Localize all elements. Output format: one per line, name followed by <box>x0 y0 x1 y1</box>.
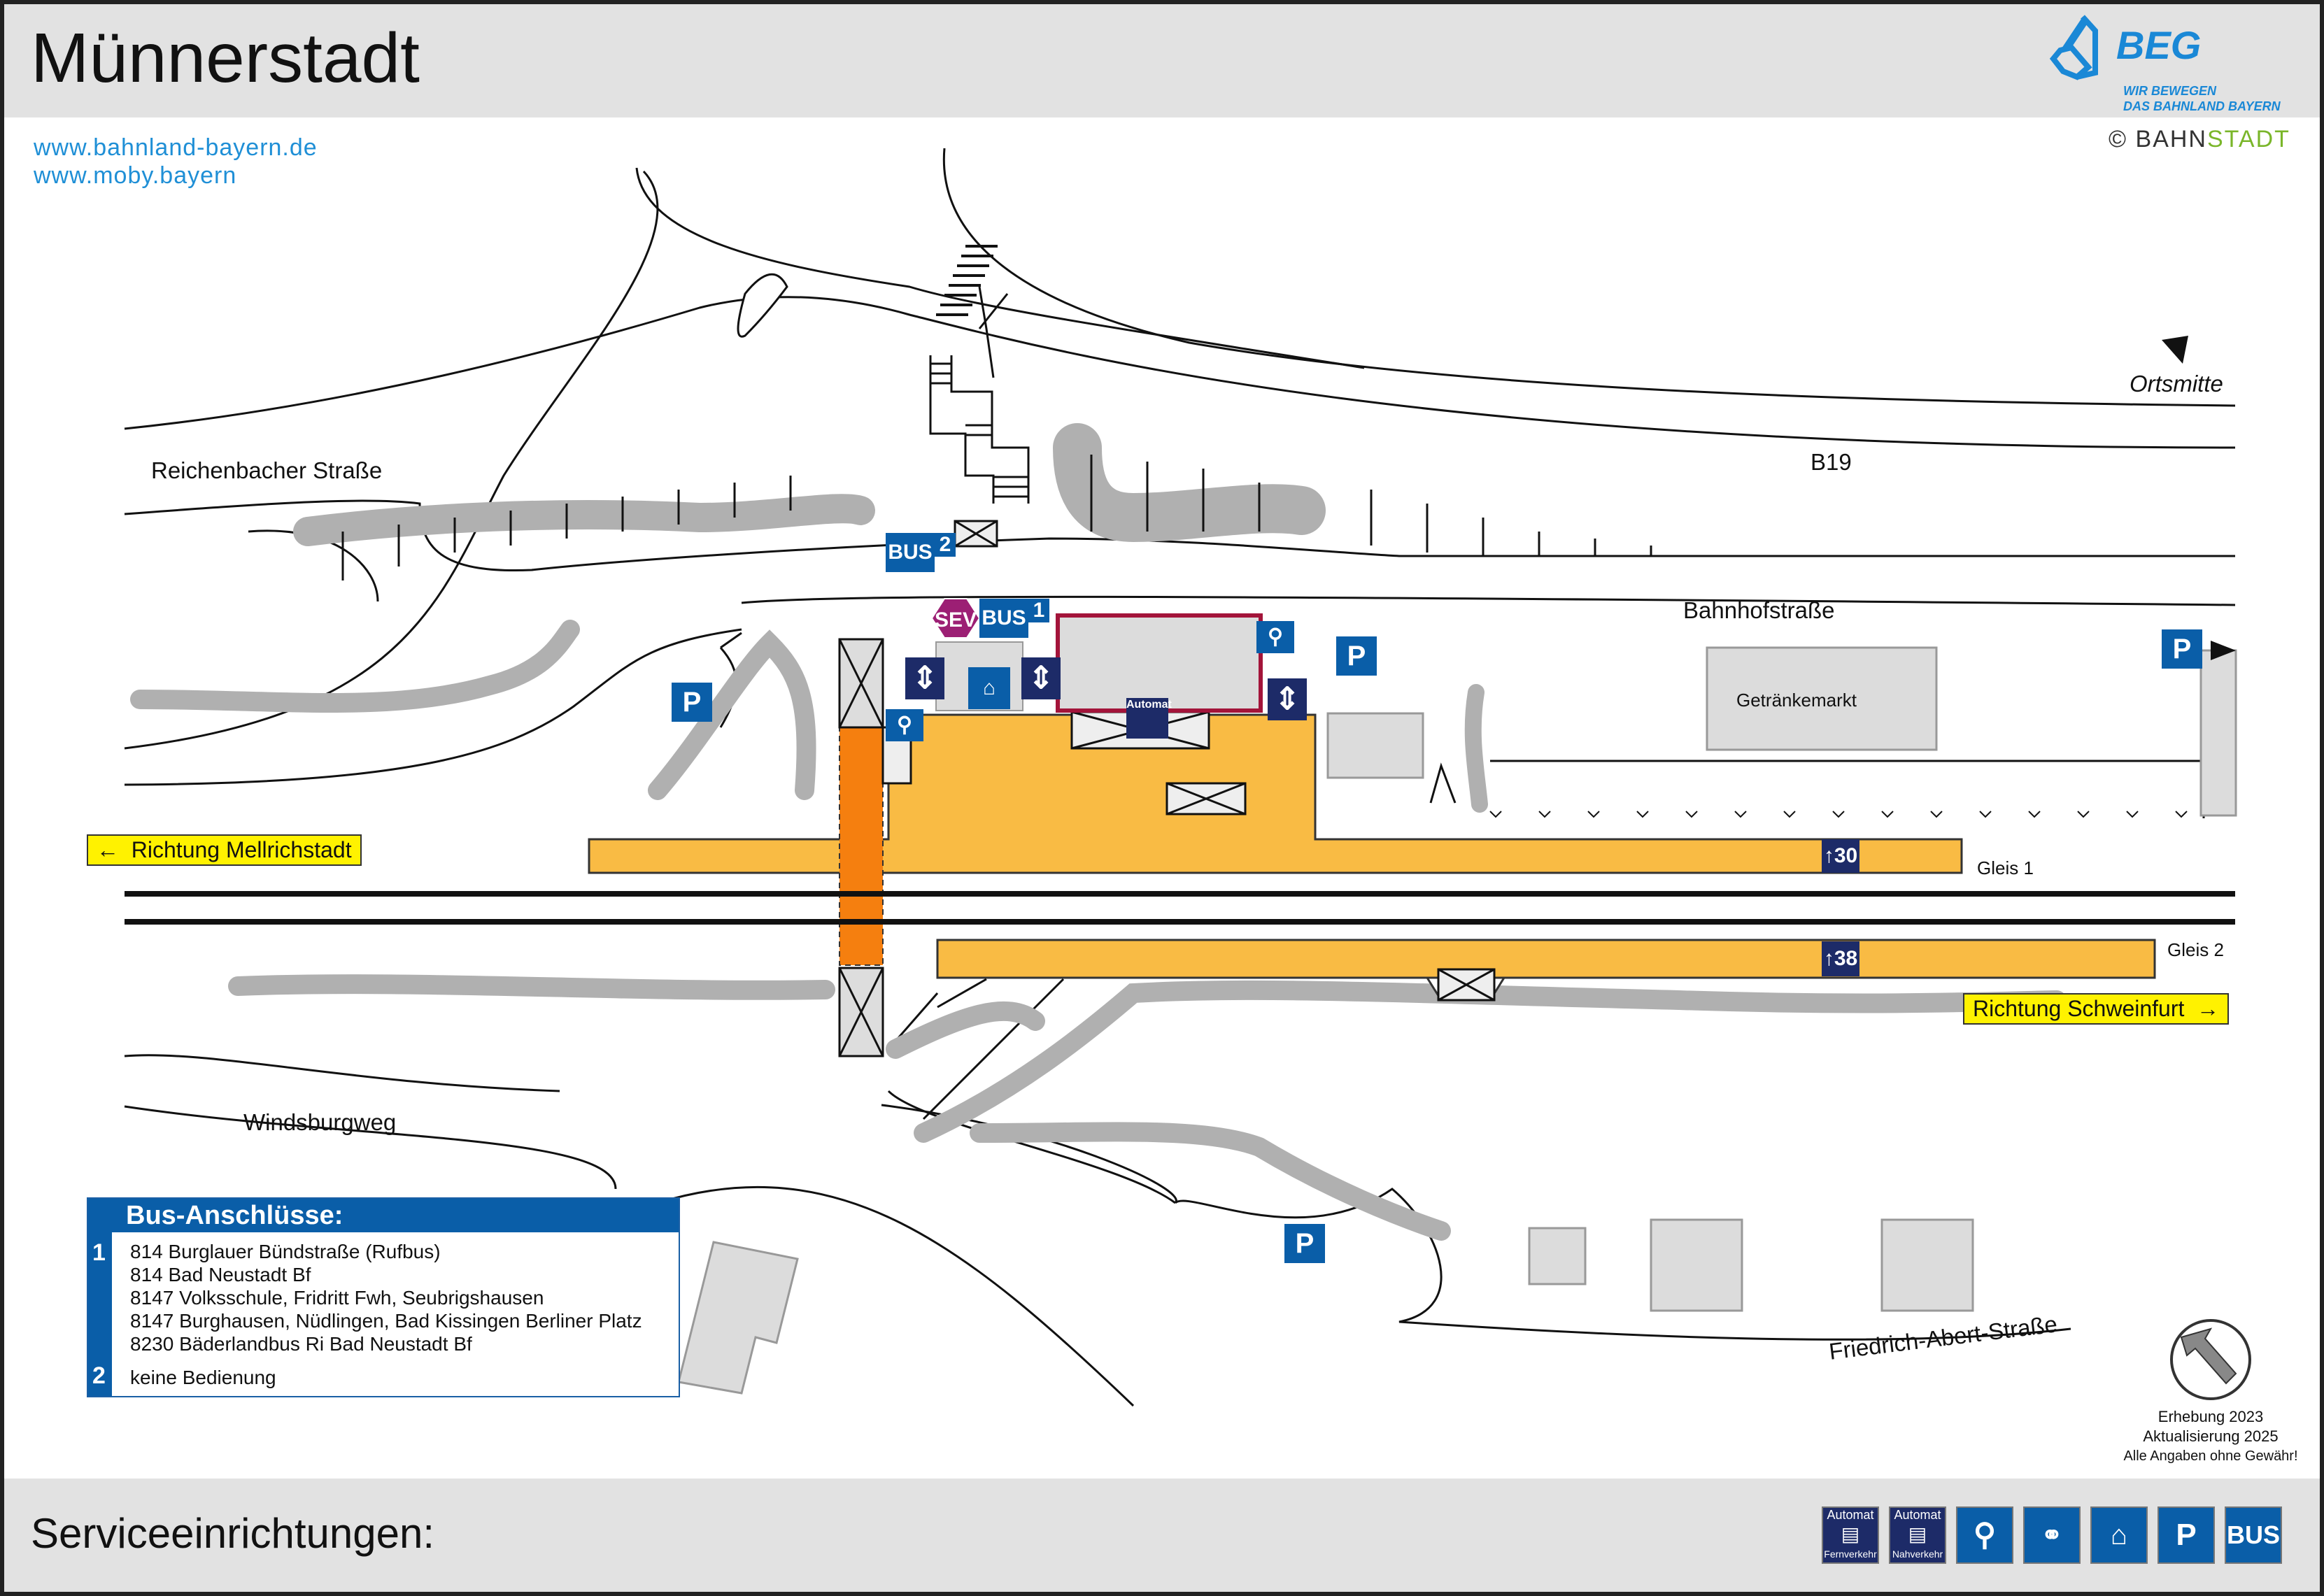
svg-text:DAS BAHNLAND BAYERN: DAS BAHNLAND BAYERN <box>2123 99 2281 113</box>
bus-line: 814 Burglauer Bündstraße (Rufbus) <box>130 1241 441 1262</box>
link-moby[interactable]: www.moby.bayern <box>34 162 237 189</box>
bus-line: 814 Bad Neustadt Bf <box>130 1264 311 1285</box>
bus-stop-2-number: 2 <box>935 533 956 557</box>
building-3 <box>1880 1218 1974 1312</box>
bike-parking-icon: ⚲ <box>886 709 923 741</box>
bike-parking-icon: ⚲ <box>1256 621 1294 653</box>
tree-markers <box>341 455 1652 580</box>
building-small <box>1326 712 1424 779</box>
platform-gleis-1 <box>588 713 1963 874</box>
street-windsburgweg: Windsburgweg <box>243 1109 396 1135</box>
header-bar: Münnerstadt <box>4 4 2320 117</box>
copyright-bahnstadt: © BAHNSTADT <box>2109 126 2290 152</box>
track-label-gleis-1: Gleis 1 <box>1977 857 2034 878</box>
beg-logo: BEG WIR BEWEGEN DAS BAHNLAND BAYERN <box>2049 15 2281 113</box>
buildings <box>677 646 2237 1395</box>
bus-connections-heading: Bus-Anschlüsse: <box>88 1199 679 1232</box>
svg-text:BEG: BEG <box>2116 23 2201 67</box>
parking-sign-station: P <box>1336 636 1377 676</box>
platform-height-gleis-1: ↑30 <box>1822 839 1859 873</box>
crosswalk <box>936 245 998 316</box>
bus-stop-number: 2 <box>92 1362 106 1389</box>
platform-height-gleis-2: ↑38 <box>1822 941 1859 976</box>
parking-arrow-icon <box>2211 641 2236 660</box>
stairs-steps <box>930 362 1028 498</box>
track-label-gleis-2: Gleis 2 <box>2167 939 2224 960</box>
ticket-machine-icon: Automat <box>1126 698 1172 739</box>
road-network <box>124 148 2236 1407</box>
bus-icon: BUS <box>2225 1506 2282 1564</box>
street-bahnhofstrasse: Bahnhofstraße <box>1683 597 1834 623</box>
bus-line: 8147 Burghausen, Nüdlingen, Bad Kissinge… <box>130 1310 642 1332</box>
elevator-icon: ⇕ <box>1021 657 1061 699</box>
bus-stop-number: 1 <box>92 1239 106 1266</box>
page-title: Münnerstadt <box>31 19 420 97</box>
fence-posts <box>1489 811 2188 818</box>
ticket-machine-long-distance-icon: Automat▤Fernverkehr <box>1822 1506 1879 1564</box>
bus-stop-1-number: 1 <box>1028 599 1049 622</box>
street-b19: B19 <box>1811 449 1852 475</box>
parking-icon: P <box>2158 1506 2215 1564</box>
station-building <box>1056 613 1263 713</box>
link-bahnland[interactable]: www.bahnland-bayern.de <box>34 134 318 161</box>
north-arrow-icon <box>2170 1319 2251 1400</box>
bike-box-icon: ⌂ <box>968 667 1010 709</box>
sev-sign-icon <box>930 598 981 639</box>
building-edge <box>2199 649 2237 817</box>
direction-mellrichstadt: ← Richtung Mellrichstadt <box>87 834 362 866</box>
ticket-machine-regional-icon: Automat▤Nahverkehr <box>1889 1506 1946 1564</box>
bike-parking-icon: ⚲ <box>1956 1506 2013 1564</box>
building-4 <box>677 1241 799 1395</box>
underpass <box>839 727 884 966</box>
service-title: Serviceeinrichtungen: <box>31 1510 435 1557</box>
fence-gate <box>1429 762 1457 804</box>
parking-sign-west: P <box>672 683 712 722</box>
sev-label: SEV <box>935 608 977 632</box>
bus-connections-panel: Bus-Anschlüsse: 1 2 814 Burglauer Bündst… <box>87 1197 680 1397</box>
ortsmitte-arrow-icon <box>2162 336 2188 364</box>
parking-sign-south: P <box>1284 1224 1325 1263</box>
bike-box-icon: ⌂ <box>2090 1506 2148 1564</box>
building-2 <box>1650 1218 1743 1312</box>
elevator-icon: ⇕ <box>905 657 944 699</box>
bus-stop-1-sign: BUS <box>979 599 1028 638</box>
platform-gleis-2 <box>936 939 2156 979</box>
street-reichenbacher: Reichenbacher Straße <box>151 457 382 483</box>
street-friedrich-abert: Friedrich-Abert-Straße <box>1827 1311 2058 1365</box>
tracks <box>125 891 2235 925</box>
direction-schweinfurt: Richtung Schweinfurt → <box>1963 993 2230 1025</box>
place-getraenkemarkt: Getränkemarkt <box>1736 690 1857 711</box>
parking-sign-east: P <box>2162 629 2202 669</box>
survey-notes: Erhebung 2023 Aktualisierung 2025 Alle A… <box>2123 1408 2298 1464</box>
place-ortsmitte: Ortsmitte <box>2130 371 2223 397</box>
elevator-icon: ⇕ <box>1268 678 1307 720</box>
bicycle-icon: ⚭ <box>2023 1506 2081 1564</box>
bus-line: 8147 Volksschule, Fridritt Fwh, Seubrigs… <box>130 1287 544 1309</box>
bus-line: keine Bedienung <box>130 1367 276 1388</box>
staircase-path <box>929 355 1030 504</box>
platforms <box>588 713 2156 979</box>
building-1 <box>1528 1227 1587 1285</box>
traffic-island <box>737 273 788 338</box>
getraenkemarkt-building <box>1706 646 1938 751</box>
bus-line: 8230 Bäderlandbus Ri Bad Neustadt Bf <box>130 1333 472 1355</box>
svg-text:WIR BEWEGEN: WIR BEWEGEN <box>2123 84 2217 98</box>
fence <box>1490 760 2205 818</box>
bus-stop-2-sign: BUS <box>886 533 935 572</box>
